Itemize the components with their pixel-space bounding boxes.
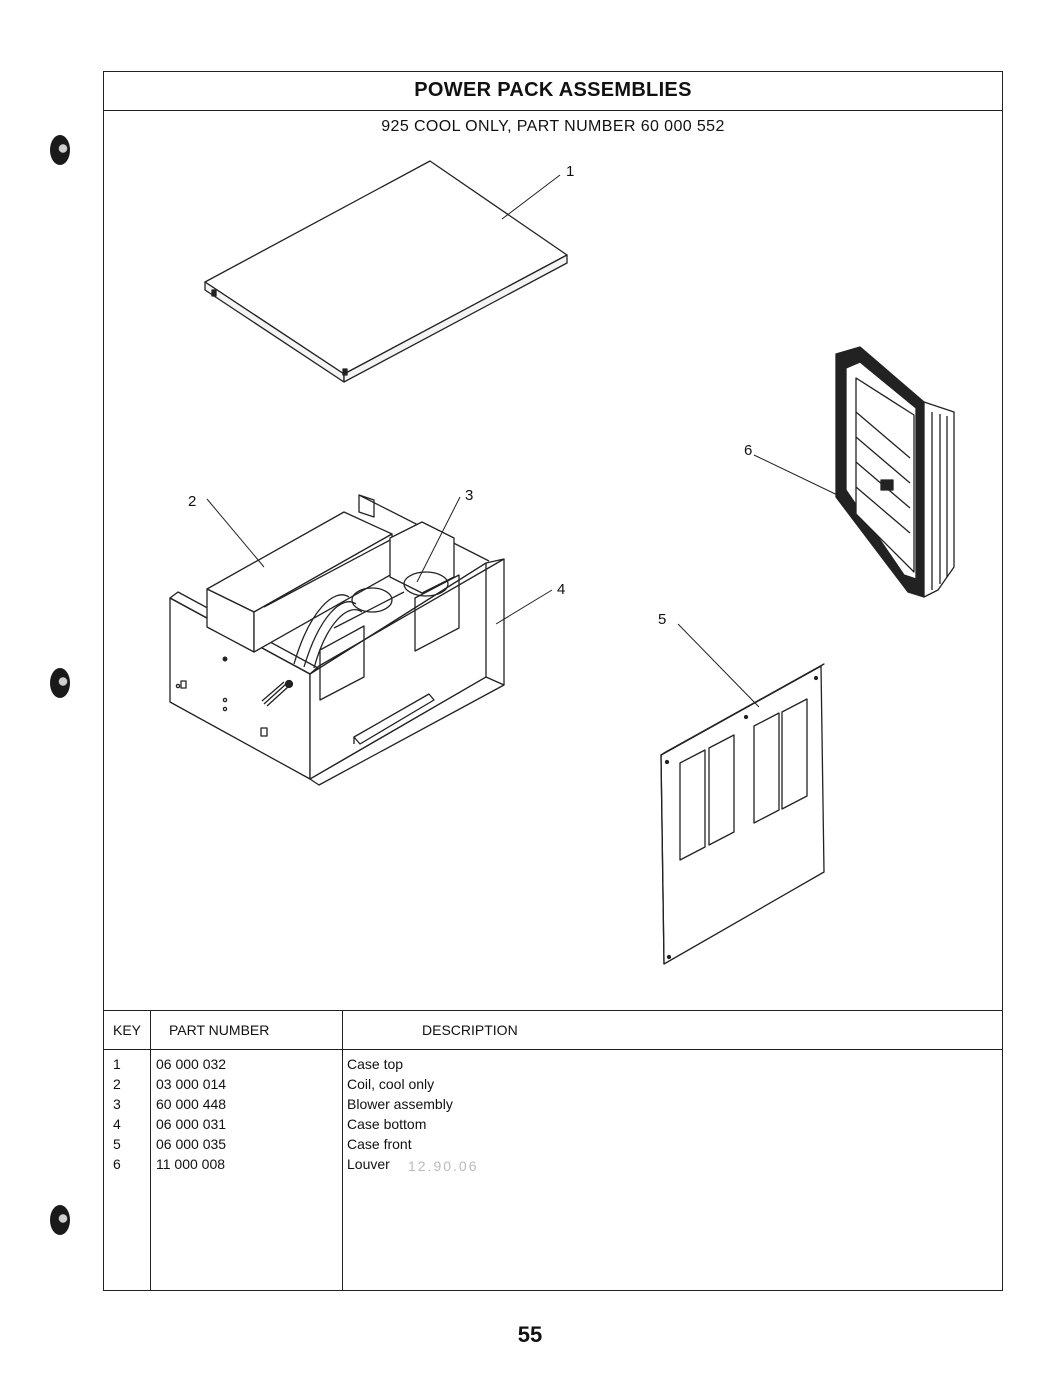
key-cell: 5 bbox=[113, 1136, 121, 1152]
page-number: 55 bbox=[517, 1322, 543, 1347]
exploded-view-drawing: 1 2 3 4 5 6 bbox=[169, 160, 955, 965]
key-header: KEY bbox=[113, 1022, 142, 1038]
case-top-drawing bbox=[204, 160, 568, 383]
parts-page-frame: POWER PACK ASSEMBLIES 925 COOL ONLY, PAR… bbox=[103, 71, 1003, 1291]
key-cell: 1 bbox=[113, 1056, 121, 1072]
key-cell: 3 bbox=[113, 1096, 121, 1112]
page-title: POWER PACK ASSEMBLIES bbox=[104, 72, 1002, 111]
description-header: DESCRIPTION bbox=[422, 1022, 518, 1038]
table-row: 2 03 000 014 Coil, cool only bbox=[104, 1076, 1002, 1096]
callout-2: 2 bbox=[188, 493, 196, 510]
key-cell: 2 bbox=[113, 1076, 121, 1092]
key-cell: 6 bbox=[113, 1156, 121, 1172]
description-cell: Blower assembly bbox=[347, 1096, 453, 1112]
part-number-cell: 60 000 448 bbox=[156, 1096, 227, 1112]
part-number-header: PART NUMBER bbox=[169, 1022, 270, 1038]
louver-drawing bbox=[835, 346, 955, 598]
table-row: 5 06 000 035 Case front bbox=[104, 1136, 1002, 1156]
case-bottom-drawing bbox=[169, 494, 505, 786]
parts-table: 1 06 000 032 Case top 2 03 000 014 Coil,… bbox=[104, 1048, 1002, 1290]
callout-5: 5 bbox=[658, 611, 666, 628]
callout-4: 4 bbox=[557, 581, 565, 598]
table-divider bbox=[342, 1010, 343, 1290]
assembly-subtitle: 925 COOL ONLY, PART NUMBER 60 000 552 bbox=[381, 118, 725, 135]
part-number-cell: 06 000 032 bbox=[156, 1056, 227, 1072]
part-number-cell: 11 000 008 bbox=[156, 1156, 226, 1172]
table-row: 3 60 000 448 Blower assembly bbox=[104, 1096, 1002, 1116]
binder-hole bbox=[50, 668, 70, 698]
key-cell: 4 bbox=[113, 1116, 121, 1132]
callout-1: 1 bbox=[566, 163, 574, 180]
description-cell: Case front bbox=[347, 1136, 412, 1152]
description-cell: Case bottom bbox=[347, 1116, 427, 1132]
part-number-cell: 06 000 031 bbox=[156, 1116, 227, 1132]
parts-table-header: KEY PART NUMBER DESCRIPTION bbox=[104, 1010, 1002, 1050]
part-number-cell: 06 000 035 bbox=[156, 1136, 227, 1152]
case-front-drawing bbox=[660, 663, 825, 965]
callout-6: 6 bbox=[744, 442, 752, 459]
binder-hole bbox=[50, 135, 70, 165]
binder-hole bbox=[50, 1205, 70, 1235]
description-cell: Coil, cool only bbox=[347, 1076, 435, 1092]
callout-3: 3 bbox=[465, 487, 473, 504]
leader-lines bbox=[206, 174, 853, 708]
part-number-cell: 03 000 014 bbox=[156, 1076, 227, 1092]
table-divider bbox=[150, 1010, 151, 1290]
table-row: 6 11 000 008 Louver bbox=[104, 1156, 1002, 1176]
table-row: 4 06 000 031 Case bottom bbox=[104, 1116, 1002, 1136]
handwritten-note: 12.90.06 bbox=[408, 1158, 479, 1174]
table-row: 1 06 000 032 Case top bbox=[104, 1056, 1002, 1076]
description-cell: Louver bbox=[347, 1156, 390, 1172]
description-cell: Case top bbox=[347, 1056, 404, 1072]
